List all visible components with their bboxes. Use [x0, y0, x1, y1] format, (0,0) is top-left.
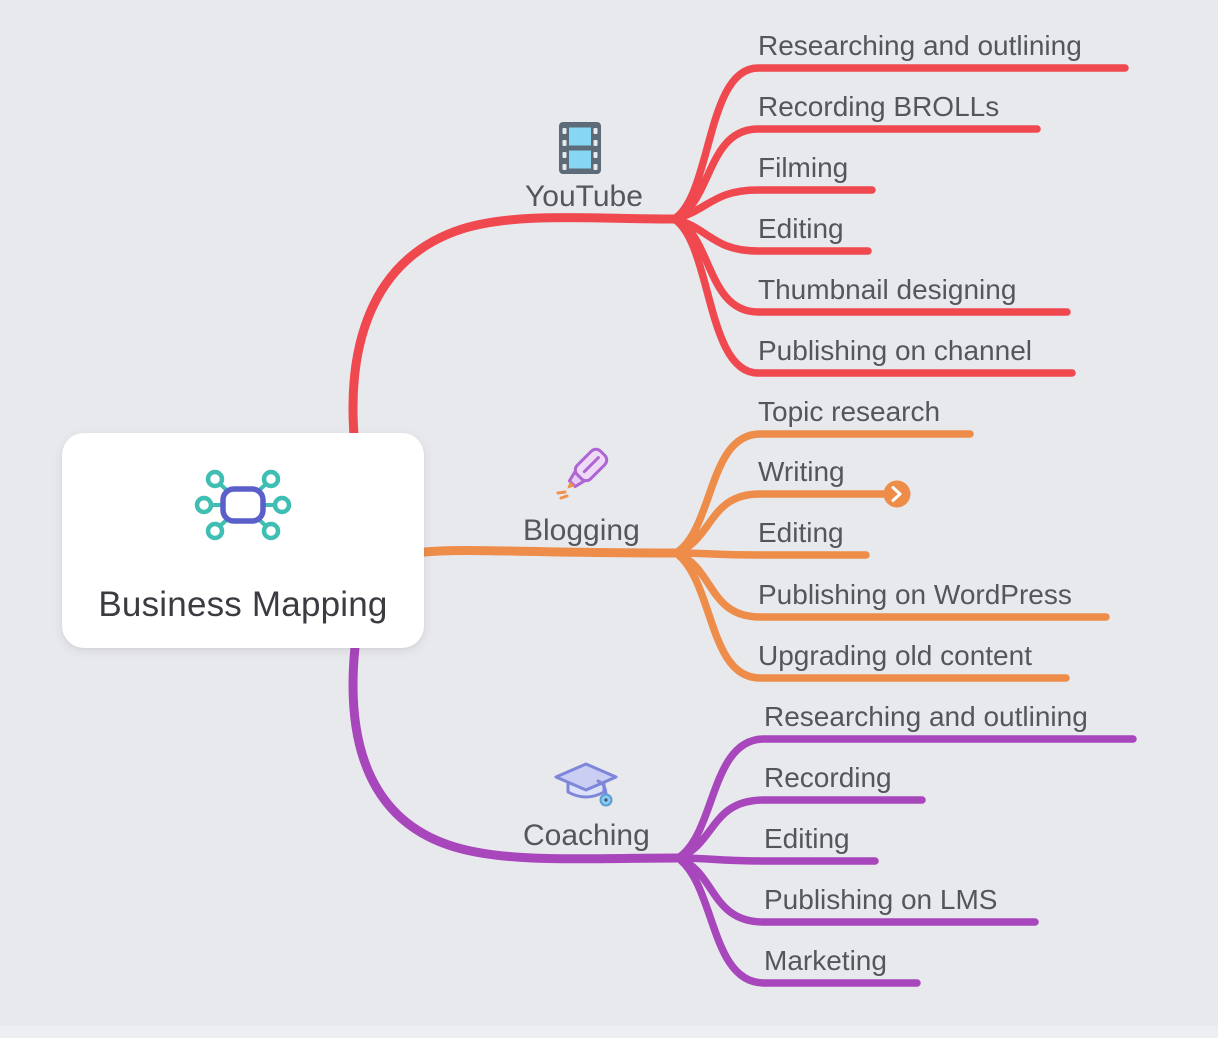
child-node-recording-brolls[interactable]: Recording BROLLs: [758, 91, 1000, 122]
marker-pen-icon: [556, 447, 609, 500]
child-node-editing-youtube[interactable]: Editing: [758, 213, 844, 244]
mindmap-icon: [194, 469, 292, 541]
graduation-cap-icon: [554, 762, 618, 807]
child-node-topic-research[interactable]: Topic research: [758, 396, 941, 427]
blogging-branch-lines: [419, 430, 1110, 682]
child-node-upgrading-old-content[interactable]: Upgrading old content: [758, 640, 1032, 671]
child-node-editing-blogging[interactable]: Editing: [758, 517, 844, 548]
chevron-right-icon: [891, 486, 902, 502]
child-node-marketing[interactable]: Marketing: [764, 945, 887, 976]
branch-node-youtube[interactable]: YouTube: [525, 180, 643, 213]
root-node-business-mapping[interactable]: Business Mapping: [62, 433, 424, 648]
film-strip-icon: [559, 122, 601, 174]
child-node-publishing-on-lms[interactable]: Publishing on LMS: [764, 884, 998, 915]
bottom-edge: [0, 1026, 1218, 1038]
child-node-writing[interactable]: Writing: [758, 456, 845, 487]
child-node-filming[interactable]: Filming: [758, 152, 849, 183]
child-node-thumbnail-designing[interactable]: Thumbnail designing: [758, 274, 1017, 305]
writing-collapsed-badge[interactable]: [883, 480, 911, 508]
coaching-branch-lines: [348, 642, 1137, 987]
child-node-recording[interactable]: Recording: [764, 762, 892, 793]
child-node-editing-coaching[interactable]: Editing: [764, 823, 850, 854]
branch-node-coaching[interactable]: Coaching: [523, 819, 650, 852]
child-node-researching-and-outlining-youtube[interactable]: Researching and outlining: [758, 30, 1082, 61]
child-node-publishing-on-wordpress[interactable]: Publishing on WordPress: [758, 579, 1072, 610]
root-node-label: Business Mapping: [98, 585, 388, 624]
youtube-branch-lines: [348, 64, 1129, 452]
child-node-researching-and-outlining-coaching[interactable]: Researching and outlining: [764, 701, 1088, 732]
branch-node-blogging[interactable]: Blogging: [523, 514, 640, 547]
child-node-publishing-on-channel[interactable]: Publishing on channel: [758, 335, 1032, 366]
